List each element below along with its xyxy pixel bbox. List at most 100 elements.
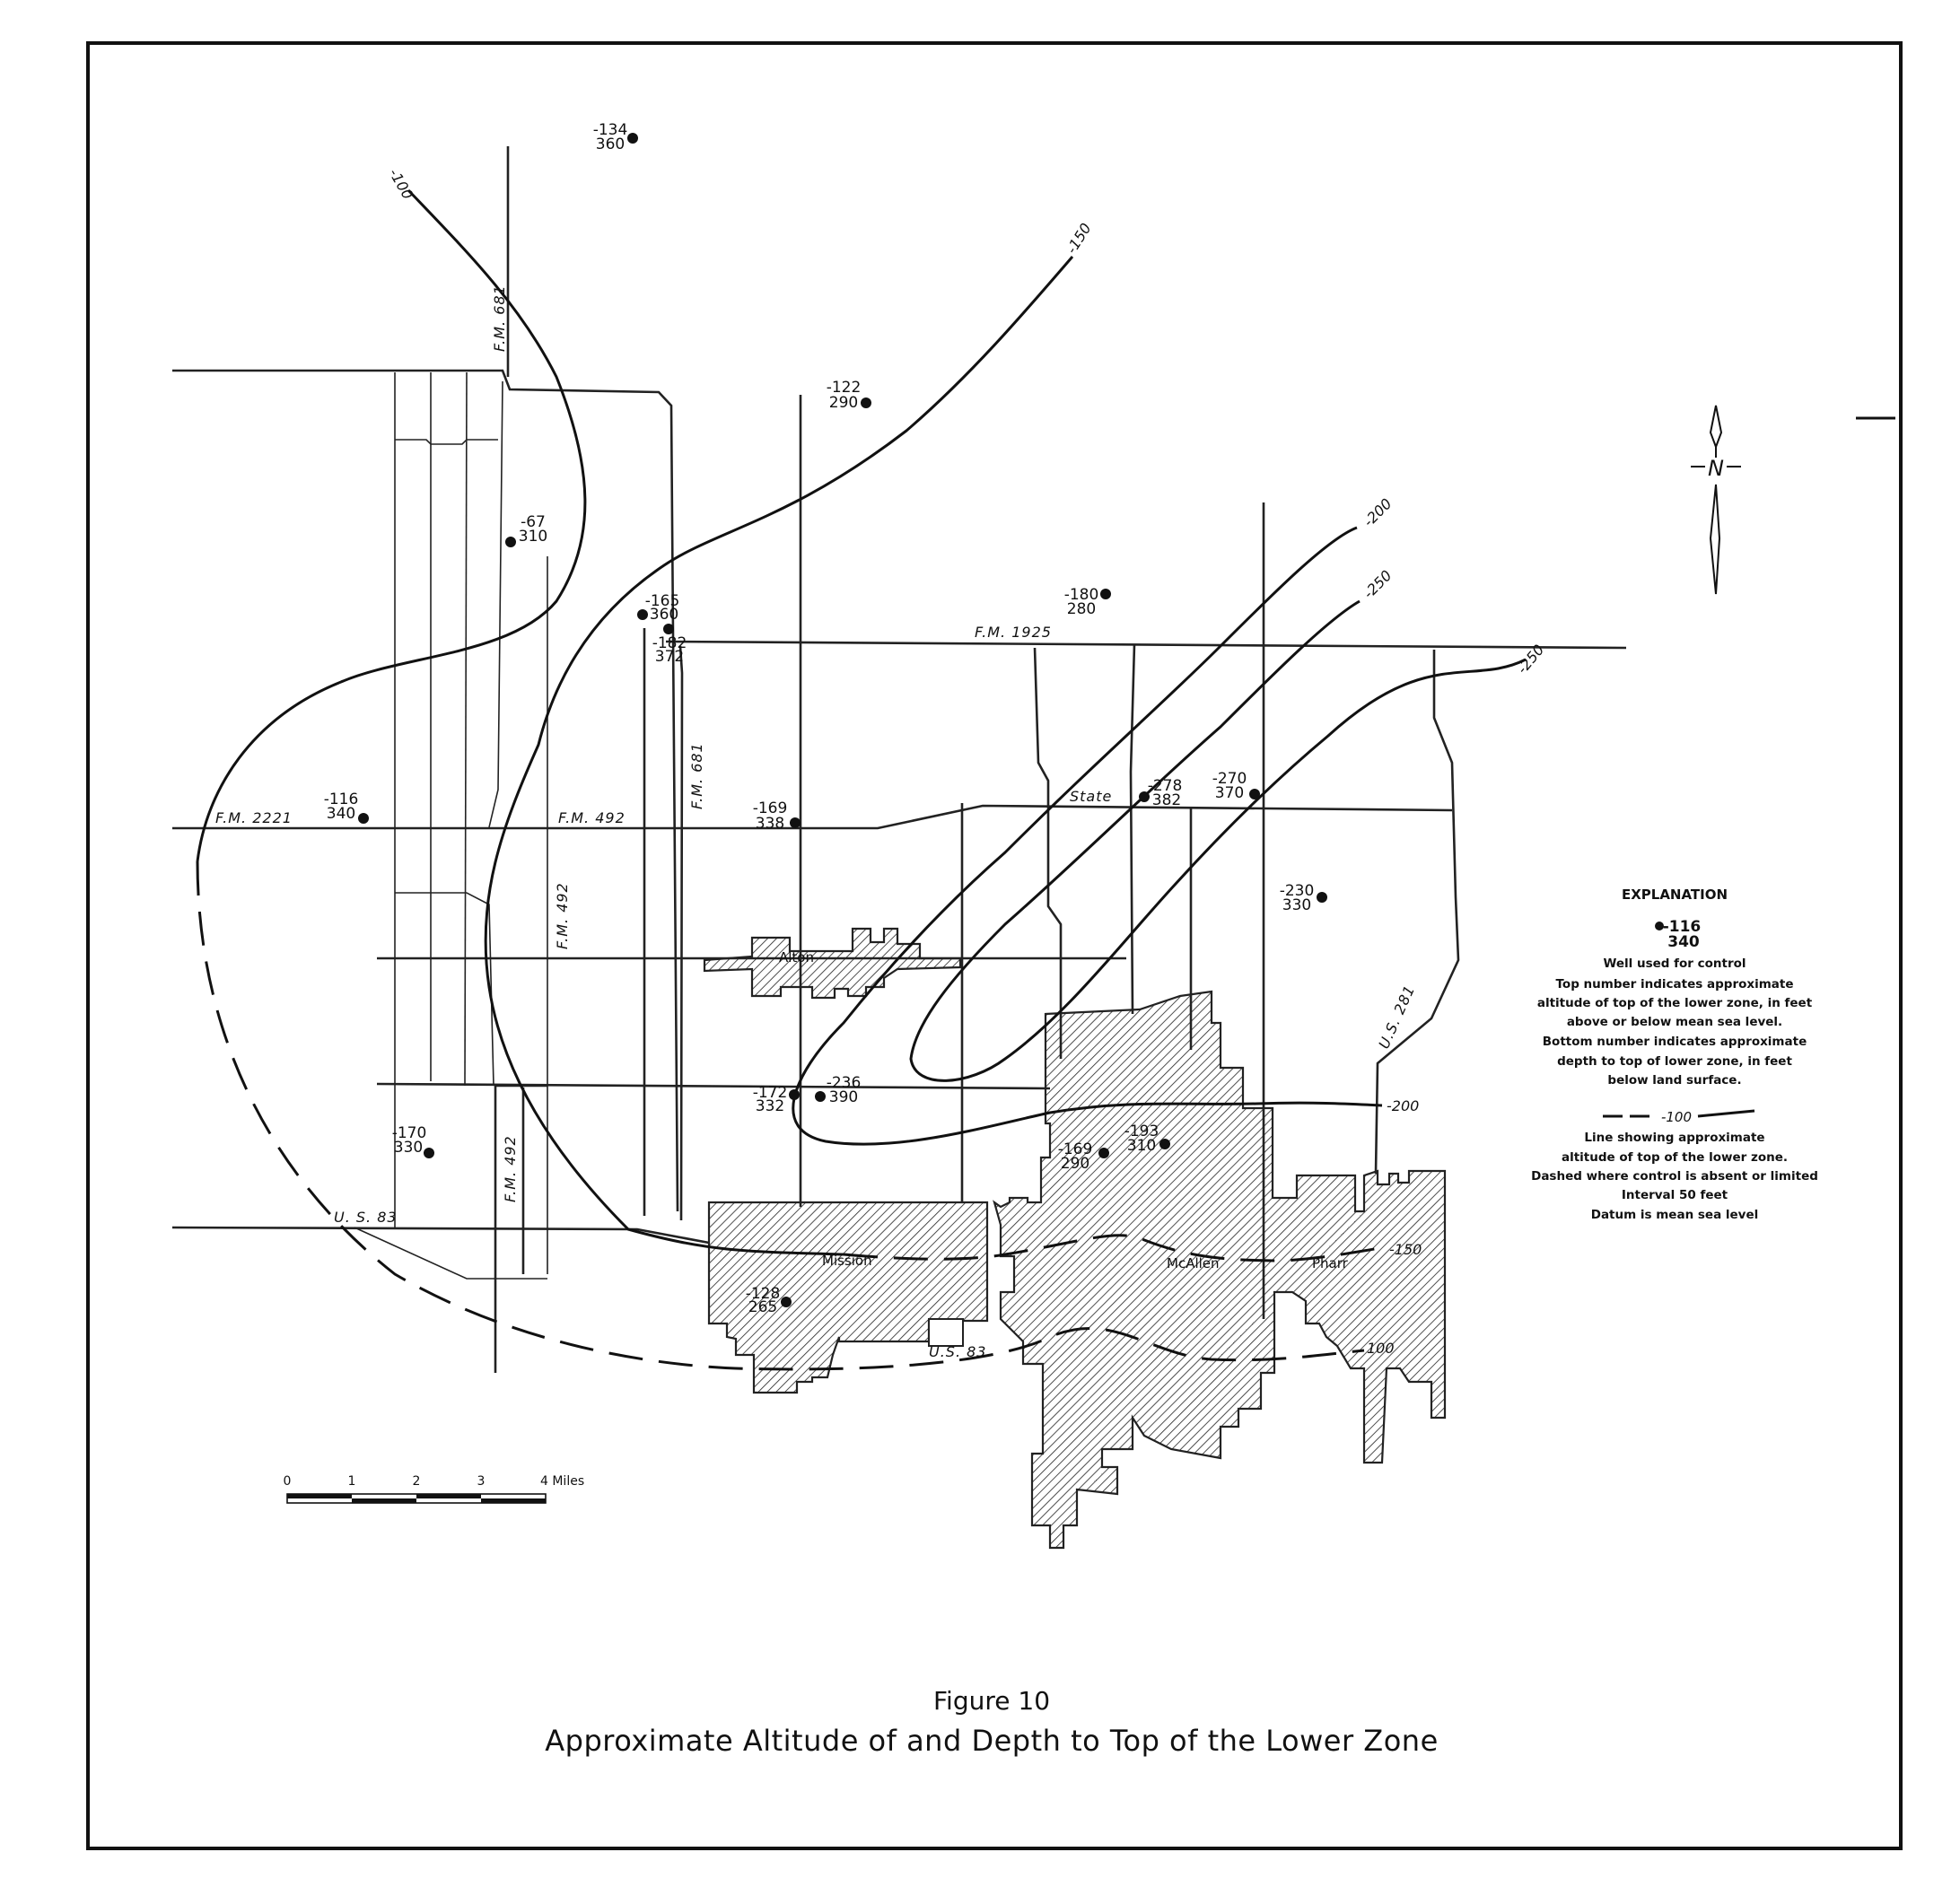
well-altitude: -193 [1124, 1123, 1159, 1140]
scale-tick: 3 [477, 1474, 486, 1489]
well-depth: 382 [1152, 791, 1181, 809]
well-dot [1159, 1139, 1170, 1149]
figure-number: Figure 10 [933, 1686, 1050, 1716]
legend-line-text: Interval 50 feet [1622, 1188, 1728, 1202]
well-dot [1100, 589, 1111, 599]
north-arrow: N [1691, 405, 1741, 595]
road-north [172, 369, 679, 1212]
road-fm1925 [665, 640, 1627, 650]
well-altitude: -170 [392, 1124, 427, 1142]
well-depth: 338 [756, 815, 784, 833]
well-dot [627, 133, 638, 144]
town-areas [703, 927, 1447, 1550]
legend-well-text: depth to top of lower zone, in feet [1557, 1054, 1792, 1069]
road-label-fm492-h: F.M. 492 [558, 809, 626, 826]
road-fm2221 [172, 804, 1453, 830]
road-network [171, 146, 1627, 1373]
scale-tick: 2 [413, 1474, 421, 1489]
road-label-fm681-mid: F.M. 681 [688, 742, 705, 809]
well-depth: 340 [327, 805, 355, 823]
contour-label: -250 [1360, 567, 1395, 602]
town-label-pharr: Pharr [1312, 1255, 1349, 1271]
well-labels: -134 360 -122 290 -67 310 -165 360 -182 … [324, 121, 1315, 1316]
well-dot [1139, 791, 1150, 802]
well-dot [1317, 892, 1327, 903]
well-depth: 290 [1061, 1155, 1089, 1173]
town-label-mcallen: McAllen [1167, 1255, 1220, 1271]
town-label-alton: Alton [779, 949, 814, 965]
well-dot [424, 1148, 434, 1158]
legend-well-depth: 340 [1667, 933, 1700, 951]
well-dot [815, 1091, 826, 1102]
well-altitude: -278 [1148, 777, 1183, 795]
legend-well-text: below land surface. [1607, 1073, 1741, 1088]
road-label-fm681-top: F.M. 681 [491, 284, 508, 352]
well-depth: 290 [829, 394, 858, 412]
well-depth: 372 [655, 648, 684, 666]
contour-label: -200 [1387, 1097, 1419, 1114]
road-label-fm1925: F.M. 1925 [975, 624, 1052, 641]
well-altitude: -169 [1058, 1140, 1093, 1158]
map-frame [86, 41, 1903, 1850]
well-depth: 330 [1282, 896, 1311, 914]
town-labels: Alton Mission McAllen Pharr [779, 949, 1349, 1271]
contour-label: 100 [1367, 1340, 1395, 1357]
figure-title: Approximate Altitude of and Depth to Top… [545, 1724, 1439, 1758]
legend-well-text: Bottom number indicates approximate [1543, 1035, 1807, 1049]
legend-well-text: Top number indicates approximate [1556, 977, 1794, 992]
well-altitude: -134 [593, 121, 628, 139]
legend-contour-sample-value: -100 [1661, 1109, 1692, 1125]
road-label-fm492-v1: F.M. 492 [554, 882, 571, 949]
well-dot [781, 1297, 792, 1307]
well-dot [358, 813, 369, 824]
well-dot [505, 537, 516, 547]
legend-well-text: Well used for control [1603, 957, 1746, 971]
contour-minus-250-loop [909, 599, 1527, 1082]
contour-label: -200 [1360, 495, 1395, 530]
explanation-heading: EXPLANATION [1622, 887, 1728, 903]
road-label-fm492-v2: F.M. 492 [502, 1135, 519, 1202]
legend-line-text: altitude of top of the lower zone. [1562, 1150, 1788, 1165]
well-depth: 370 [1215, 784, 1244, 802]
well-dot [789, 1089, 800, 1100]
legend-contour-sample-right [1697, 1109, 1755, 1118]
well-depth: 310 [519, 528, 547, 546]
well-altitude: -236 [827, 1074, 862, 1092]
legend-line-text: Dashed where control is absent or limite… [1531, 1169, 1818, 1184]
well-depth: 330 [394, 1139, 423, 1157]
town-label-mission: Mission [822, 1253, 872, 1269]
road-us281 [1374, 650, 1460, 1175]
town-mcallen-pharr-area [993, 990, 1447, 1550]
well-dot [861, 397, 871, 408]
well-depth: 360 [596, 135, 625, 153]
well-depth: 265 [748, 1298, 777, 1316]
well-dot [1249, 789, 1260, 799]
well-altitude: -182 [652, 634, 687, 652]
well-dot [637, 609, 648, 620]
well-depth: 280 [1067, 600, 1096, 618]
north-arrow-shaft [1709, 484, 1721, 595]
well-altitude: -165 [645, 592, 680, 610]
contour-lines [196, 188, 1527, 1371]
well-altitude: -128 [746, 1285, 781, 1303]
contour-minus-100 [196, 188, 587, 862]
well-dot [790, 817, 801, 828]
well-altitude: -172 [753, 1084, 788, 1102]
road-label-fm2221: F.M. 2221 [215, 809, 293, 826]
well-altitude: -270 [1212, 770, 1247, 788]
road-labels: F.M. 2221 F.M. 492 F.M. 681 F.M. 681 F.M… [215, 284, 1418, 1360]
well-altitude: -230 [1280, 882, 1315, 900]
legend-well-text: above or below mean sea level. [1567, 1015, 1782, 1029]
legend-line-text: Datum is mean sea level [1591, 1208, 1759, 1222]
contour-minus-200 [792, 526, 1383, 1146]
wells [358, 133, 1327, 1307]
contour-label: -150 [1063, 220, 1094, 257]
road-label-us83-s: U.S. 83 [929, 1343, 986, 1360]
contour-label: -150 [1389, 1241, 1422, 1258]
road-us83 [171, 1226, 710, 1245]
contour-label: -100 [386, 166, 417, 203]
explanation-legend: EXPLANATION -116 340 Well used for contr… [1531, 887, 1818, 1222]
mission-inner-block [928, 1318, 964, 1347]
well-altitude: -180 [1064, 586, 1099, 604]
